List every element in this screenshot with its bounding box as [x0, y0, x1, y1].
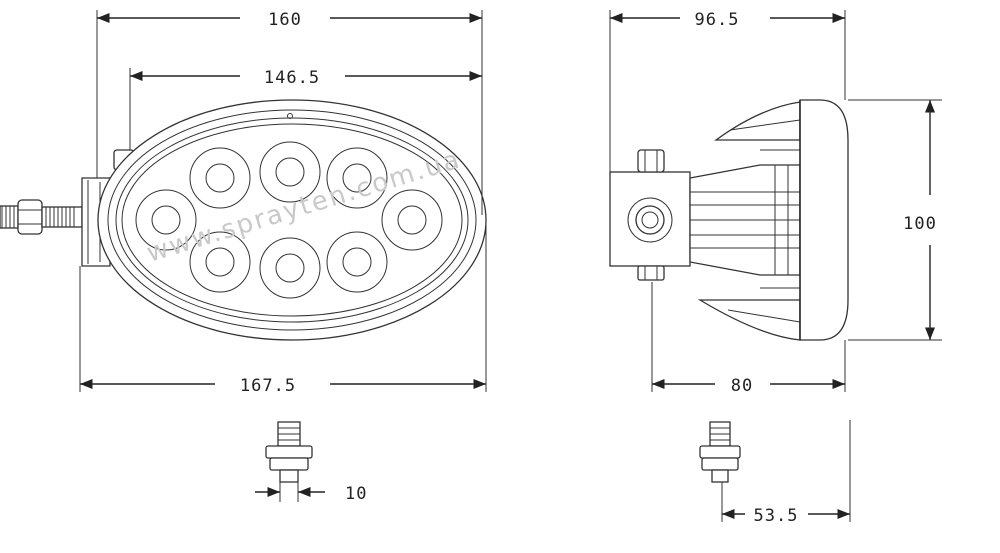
dimension-label-53-5: 53.5: [754, 506, 799, 526]
heat-sink-fins: [690, 101, 801, 341]
dimension-label-167-5: 167.5: [240, 376, 296, 396]
dimension-label-100: 100: [903, 214, 937, 234]
dimension-label-146-5: 146.5: [264, 68, 320, 88]
outer-housing: [97, 99, 487, 341]
dimension-label-160: 160: [268, 10, 302, 30]
led-array: [135, 141, 443, 299]
front-lens-housing: [799, 99, 849, 341]
dimension-label-10: 10: [345, 484, 367, 504]
led: [189, 147, 251, 209]
dimension-146-5: 146.5: [129, 68, 482, 150]
dimension-label-80: 80: [731, 376, 753, 396]
front-view: www.sprayten.com.ua 160 146.5 167.5: [0, 10, 487, 396]
dimension-160: 160: [96, 10, 483, 215]
bolt-detail-front: 10: [255, 421, 367, 504]
dimension-100: 100: [848, 99, 942, 341]
lens-inner: [121, 123, 463, 317]
led: [135, 189, 197, 251]
led: [326, 231, 388, 293]
housing-rim: [107, 109, 477, 331]
led: [259, 141, 321, 203]
dimension-167-5: 167.5: [79, 226, 487, 396]
dimension-label-96-5: 96.5: [695, 10, 740, 30]
dimension-80: 80: [651, 282, 846, 396]
led: [326, 147, 388, 209]
bolt-detail-side: 53.5: [699, 420, 851, 526]
side-view: 96.5 100 80: [609, 10, 942, 396]
mounting-bolt-left: [0, 199, 83, 235]
led: [259, 237, 321, 299]
led: [381, 189, 443, 251]
led: [189, 231, 251, 293]
dimension-96-5: 96.5: [609, 10, 846, 172]
